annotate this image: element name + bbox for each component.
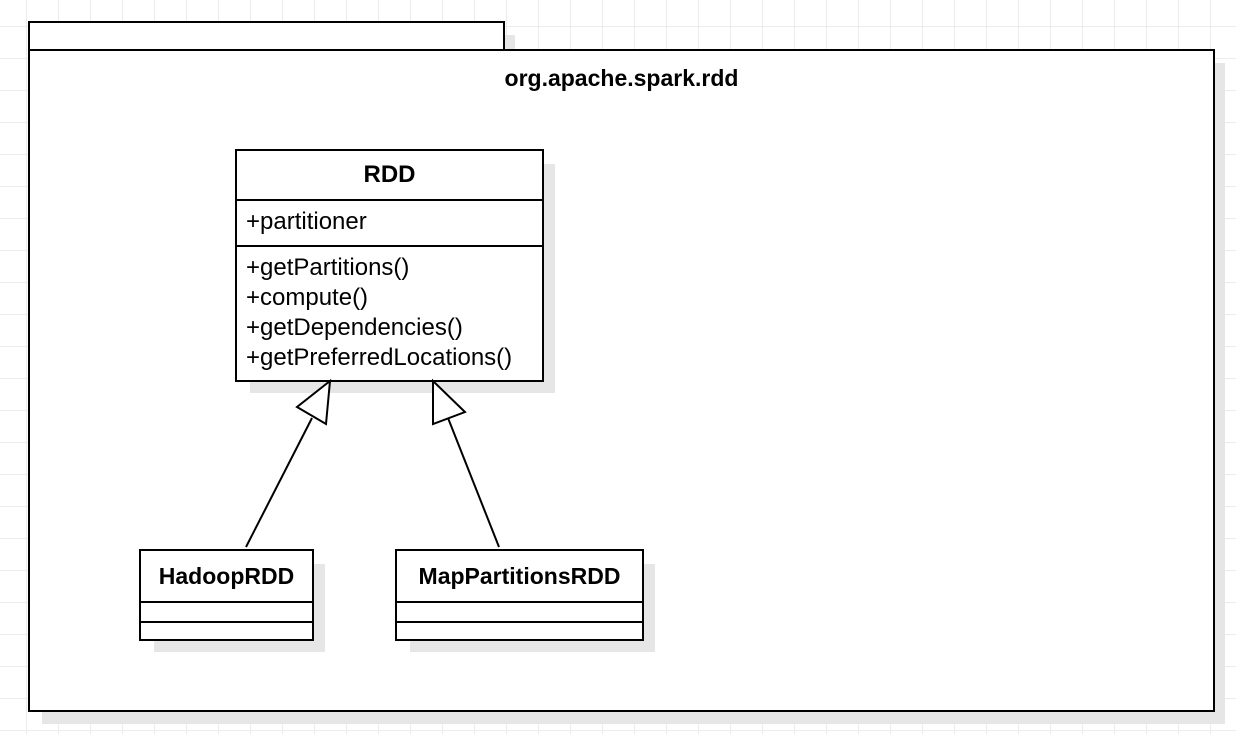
rdd-method: +compute(): [246, 284, 369, 311]
rdd-attribute: +partitioner: [246, 208, 367, 235]
hadoop-rdd-class-name: HadoopRDD: [158, 563, 295, 589]
hadoop-rdd-class[interactable]: HadoopRDD: [139, 549, 314, 641]
rdd-attributes-section: +partitioner: [237, 199, 542, 245]
rdd-method: +getDependencies(): [246, 314, 463, 341]
generalization-arrowhead-hadoop-rdd: [295, 378, 332, 426]
map-partitions-rdd-attributes-section: [397, 601, 642, 621]
map-partitions-rdd-class[interactable]: MapPartitionsRDD: [395, 549, 644, 641]
generalization-line-map-partitions-rdd[interactable]: [447, 417, 500, 548]
rdd-methods-section: +getPartitions() +compute() +getDependen…: [237, 245, 542, 373]
map-partitions-rdd-class-name: MapPartitionsRDD: [418, 563, 621, 589]
package-tab: [28, 21, 505, 51]
generalization-arrowhead-map-partitions-rdd: [432, 378, 467, 426]
map-partitions-rdd-methods-section: [397, 621, 642, 639]
rdd-method: +getPreferredLocations(): [246, 344, 513, 371]
rdd-method: +getPartitions(): [246, 254, 410, 281]
hadoop-rdd-methods-section: [141, 621, 312, 639]
generalization-line-hadoop-rdd[interactable]: [245, 417, 313, 548]
package-title: org.apache.spark.rdd: [504, 65, 739, 91]
rdd-class-name: RDD: [363, 161, 416, 188]
rdd-class[interactable]: RDD +partitioner +getPartitions() +compu…: [235, 149, 544, 382]
hadoop-rdd-attributes-section: [141, 601, 312, 621]
